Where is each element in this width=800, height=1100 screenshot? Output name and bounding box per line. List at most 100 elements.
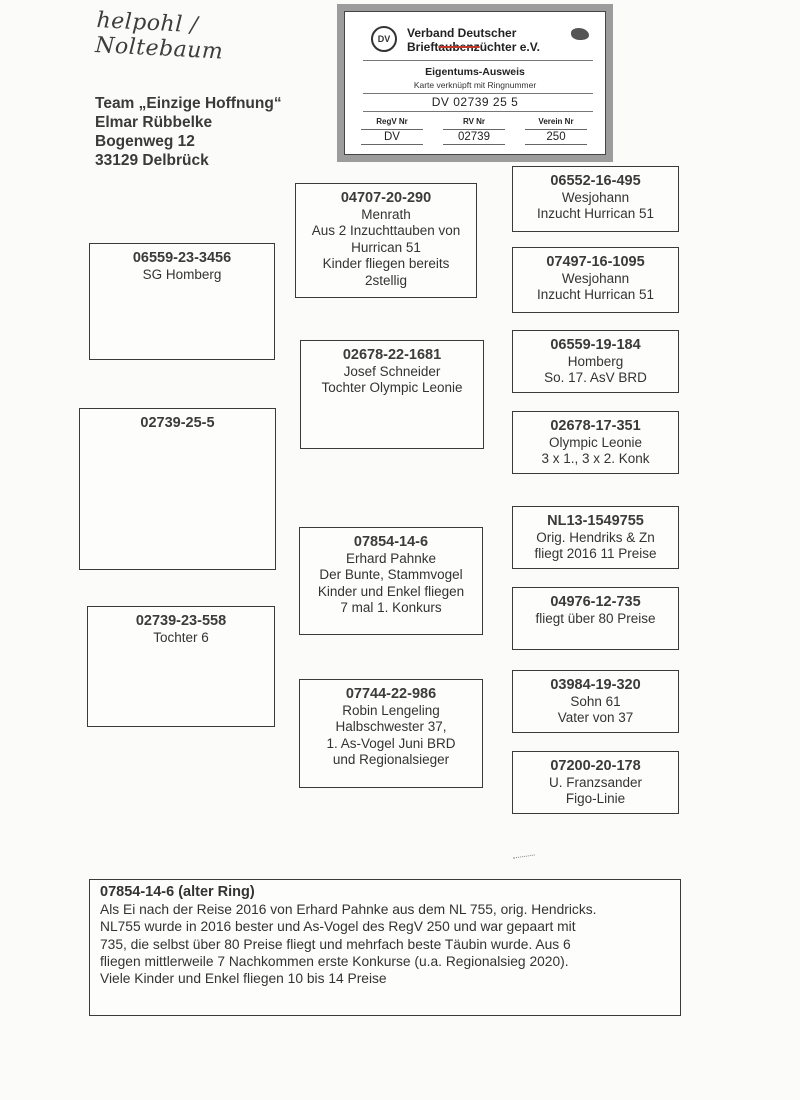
pigeon-note: 3 x 1., 3 x 2. Konk [541,451,650,466]
pigeon-note: Tochter Olympic Leonie [321,380,463,395]
pigeon-note: SG Homberg [142,266,222,282]
ring-number: 07200-20-178 [550,758,641,774]
pigeon-note: 2stellig [364,272,408,288]
pigeon-note: Halbschwester 37, [335,719,447,734]
card-col-header: RV Nr [462,117,486,126]
footnote-line: Viele Kinder und Enkel fliegen 10 bis 14… [100,971,387,987]
handwritten-note: helpohl / Noltebaum [94,8,224,65]
pigeon-note: fliegt 2016 11 Preise [534,546,657,561]
owner-team: Team „Einzige Hoffnung“ [95,95,282,112]
card-col-header: Verein Nr [538,117,574,126]
ring-number: 04707-20-290 [340,190,432,206]
owner-city: 33129 Delbrück [95,152,209,169]
ring-number: 06552-16-495 [550,173,641,189]
ring-number: 02739-25-5 [140,415,215,431]
card-title: Eigentums-Ausweis [425,66,525,78]
pigeon-note: Menrath [361,206,411,222]
ring-number: 06559-23-3456 [132,250,232,266]
pigeon-note: Inzucht Hurrican 51 [536,287,655,302]
pigeon-note: Sohn 61 [570,693,621,709]
dv-logo-icon: DV [371,26,397,52]
footnote-line: 735, die selbst über 80 Preise fliegt un… [100,936,571,952]
pigeon-note: Figo-Linie [565,791,626,806]
ring-number: 02739-23-558 [135,613,227,629]
ring-number: NL13-1549755 [547,513,644,529]
owner-street: Bogenweg 12 [95,133,195,150]
pigeon-note: Kinder und Enkel fliegen [317,583,465,599]
owner-name: Elmar Rübbelke [95,114,213,131]
card-org-line2: Brieftaubenzüchter e.V. [407,40,540,54]
owner-address: Team „Einzige Hoffnung“ Elmar Rübbelke B… [95,94,282,170]
card-divider [363,111,593,112]
pigeon-note: Tochter 6 [153,629,209,645]
pigeon-note: Wesjohann [561,270,630,286]
ring-number: 02678-22-1681 [342,347,442,363]
pigeon-note: fliegt über 80 Preise [535,610,656,626]
pigeon-note: Kinder fliegen bereits [322,256,450,271]
pigeon-note: 7 mal 1. Konkurs [340,600,442,615]
card-col-value: 02739 [443,129,505,145]
pigeon-note: Erhard Pahnke [345,550,437,566]
pigeon-note: U. Franzsander [548,774,643,790]
card-col-regv: RegV Nr DV [361,117,423,145]
ring-number: 03984-19-320 [550,677,641,693]
ownership-card-inner: DV Verband Deutscher Brieftaubenzüchter … [344,11,606,155]
ring-number: 07744-22-986 [345,686,437,702]
footnote-line: Als Ei nach der Reise 2016 von Erhard Pa… [100,902,597,918]
card-col-value: DV [361,129,423,145]
footnote-box: 07854-14-6 (alter Ring) Als Ei nach der … [89,879,681,1016]
pigeon-note: Olympic Leonie [548,434,643,450]
card-col-rv: RV Nr 02739 [443,117,505,145]
pigeon-note: Vater von 37 [557,710,634,725]
card-organization: Verband Deutscher Brieftaubenzüchter e.V… [407,26,540,54]
footnote-line: NL755 wurde in 2016 bester und As-Vogel … [100,919,576,935]
scan-mark [512,854,536,861]
pedigree-box-subject: 02739-25-5 [79,408,276,570]
pigeon-note: Wesjohann [561,189,630,205]
ring-number: 04976-12-735 [550,594,641,610]
card-ring-number: DV 02739 25 5 [431,95,519,109]
card-col-verein: Verein Nr 250 [525,117,587,145]
pigeon-note: So. 17. AsV BRD [544,370,647,385]
card-org-line2-pre: Brieft [407,40,439,54]
pigeon-note: Homberg [567,353,624,369]
pigeon-note: und Regionalsieger [332,752,450,767]
ring-number: 07854-14-6 [353,534,429,550]
card-org-line2-post: üchter e.V. [479,40,540,54]
card-org-line1: Verband Deutscher [407,26,517,40]
pigeon-note: Der Bunte, Stammvogel [319,567,463,582]
pigeon-icon [571,28,589,40]
footnote-line: fliegen mittlerweile 7 Nachkommen erste … [100,953,569,969]
pigeon-note: Josef Schneider [343,363,441,379]
card-divider [363,60,593,61]
footnote-title: 07854-14-6 (alter Ring) [100,884,255,900]
card-subtitle: Karte verknüpft mit Ringnummer [413,80,537,90]
ownership-card: DV Verband Deutscher Brieftaubenzüchter … [337,4,613,162]
pigeon-note: Robin Lengeling [342,702,440,718]
footnote-body: Als Ei nach der Reise 2016 von Erhard Pa… [100,901,670,987]
card-col-value: 250 [525,129,587,145]
card-org-line2-strike: aubenz [438,40,480,54]
ring-number: 06559-19-184 [550,337,641,353]
card-divider [363,93,593,94]
pigeon-note: Inzucht Hurrican 51 [536,206,655,221]
card-col-header: RegV Nr [376,117,408,126]
ring-number: 02678-17-351 [550,418,641,434]
ring-number: 07497-16-1095 [546,254,645,270]
pigeon-note: Aus 2 Inzuchttauben von [311,223,461,238]
pigeon-note: Hurrican 51 [351,239,421,255]
pigeon-note: Orig. Hendriks & Zn [536,529,655,545]
